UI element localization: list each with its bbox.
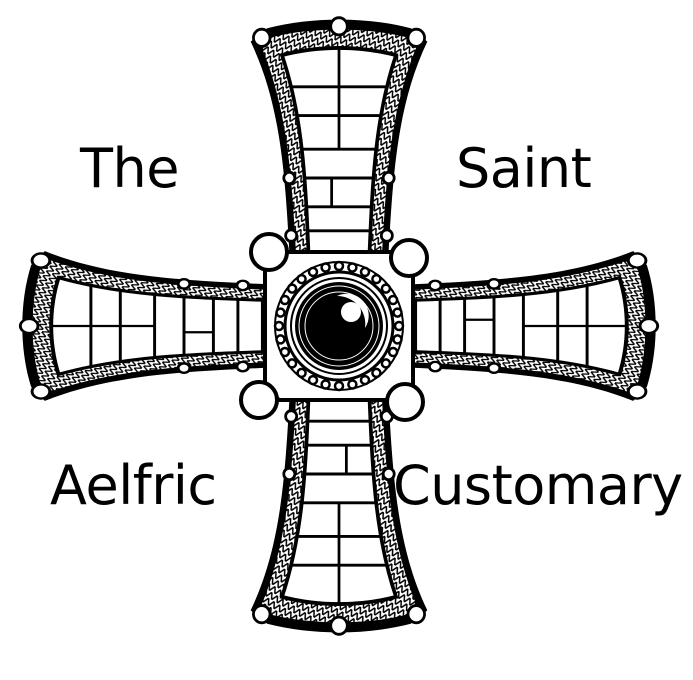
title-word-the: The [80,137,179,200]
title-word-customary: Customary [393,454,683,517]
title-word-aelfric: Aelfric [50,454,217,517]
title-word-saint: Saint [456,137,592,200]
